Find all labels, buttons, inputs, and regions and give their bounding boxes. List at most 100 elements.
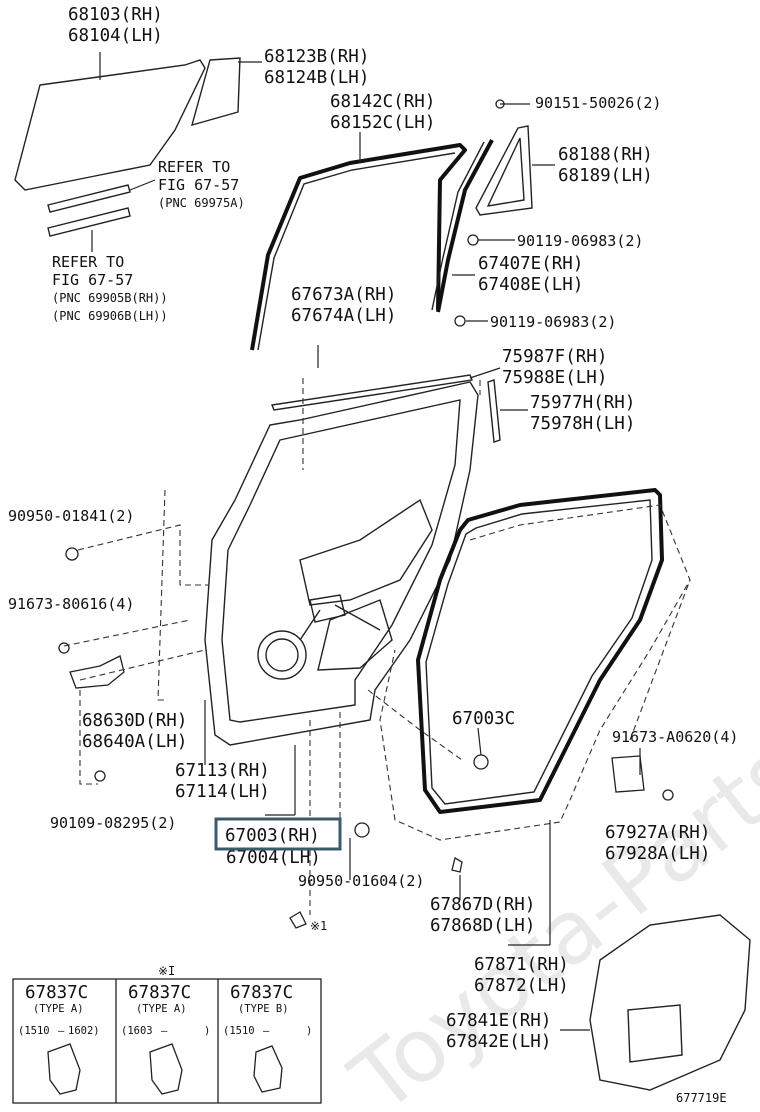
highlighted-part[interactable]: 67003(RH) — [214, 817, 342, 851]
quarter-frame-inner — [486, 137, 525, 207]
label-67842e: 67842E(LH) — [446, 1032, 551, 1052]
quarter-glass-drawing — [190, 57, 241, 127]
clip-table: ※I 67837C (TYPE A) (1510 – 1602) 67837C … — [12, 964, 322, 1104]
label-67927a: 67927A(RH) — [605, 823, 710, 843]
door-cover-mini — [627, 1004, 683, 1063]
label-68152c: 68152C(LH) — [330, 113, 435, 133]
label-67113: 67113(RH) — [175, 761, 270, 781]
label-refer1-a: REFER TO — [158, 158, 230, 176]
clip-col3-part: 67837C — [230, 983, 293, 1003]
weatherstrip-inner — [425, 499, 653, 805]
label-68630d: 68630D(RH) — [82, 711, 187, 731]
clip-col1-type: (TYPE A) — [33, 1003, 84, 1015]
label-refer1-c: (PNC 69975A) — [158, 196, 245, 210]
label-91673-a0620: 91673-A0620(4) — [612, 728, 738, 746]
door-glass-drawing — [14, 59, 206, 191]
quarter-frame-drawing — [475, 125, 533, 216]
clip-67867 — [451, 857, 463, 873]
label-91673-80616: 91673-80616(4) — [8, 595, 134, 613]
screw-90119-upper — [467, 234, 479, 246]
label-75977h: 75977H(RH) — [530, 393, 635, 413]
label-67872: 67872(LH) — [474, 976, 569, 996]
clip-col1-part: 67837C — [25, 983, 88, 1003]
label-67841e: 67841E(RH) — [446, 1011, 551, 1031]
label-90950-01841: 90950-01841(2) — [8, 507, 134, 525]
label-67003[interactable]: 67003(RH) — [225, 826, 320, 846]
door-stripe-drawing — [487, 379, 501, 443]
check-bolt — [662, 789, 674, 801]
label-67003c: 67003C — [452, 709, 515, 729]
label-75988e: 75988E(LH) — [502, 368, 607, 388]
clip-a-icon — [47, 1043, 81, 1095]
label-68103: 68103(RH) — [68, 5, 163, 25]
weatherstrip-drawing — [416, 488, 664, 814]
clip-note1 — [289, 911, 307, 929]
label-90950-01604: 90950-01604(2) — [298, 872, 424, 890]
belt-moulding-drawing — [271, 374, 473, 411]
hinge-bolt-upper — [58, 642, 70, 654]
label-refer2-d: (PNC 69906B(LH)) — [52, 309, 168, 323]
label-68124b: 68124B(LH) — [264, 68, 369, 88]
plug-90950b — [354, 822, 370, 838]
door-panel-drawing — [204, 381, 479, 746]
label-75978h: 75978H(LH) — [530, 414, 635, 434]
glass-strip-upper — [47, 184, 131, 213]
label-67674a: 67674A(LH) — [291, 306, 396, 326]
hinge-bolt-lower — [94, 770, 106, 782]
rear-door-mini — [589, 914, 751, 1091]
clip-col3-from: (1510 — [223, 1025, 255, 1037]
highlight-box[interactable] — [214, 817, 342, 851]
label-90119-lower: 90119-06983(2) — [490, 313, 616, 331]
clip-b-icon — [253, 1045, 283, 1093]
weatherstrip-sub-outline — [379, 504, 691, 841]
label-67004: 67004(LH) — [226, 848, 321, 868]
label-67407e: 67407E(RH) — [478, 254, 583, 274]
label-68640a: 68640A(LH) — [82, 732, 187, 752]
plug-67003c — [473, 754, 489, 770]
label-note1: ※1 — [310, 919, 327, 933]
label-68104: 68104(LH) — [68, 26, 163, 46]
clip-col2-type: (TYPE A) — [136, 1003, 187, 1015]
label-67868d: 67868D(LH) — [430, 916, 535, 936]
rear-channel-inner — [431, 141, 485, 311]
label-90151: 90151-50026(2) — [535, 94, 661, 112]
glass-strip-lower — [47, 207, 131, 237]
label-refer1-b: FIG 67-57 — [158, 176, 239, 194]
clip-table-border — [12, 978, 322, 1104]
label-68123b: 68123B(RH) — [264, 47, 369, 67]
window-regulator-sketch — [299, 594, 381, 641]
clip-col3-to: ) — [306, 1025, 312, 1037]
label-67408e: 67408E(LH) — [478, 275, 583, 295]
clip-col1-from: (1510 — [18, 1025, 50, 1037]
access-hole-mid — [317, 599, 393, 671]
label-refer2-c: (PNC 69905B(RH)) — [52, 291, 168, 305]
clip-col3-type: (TYPE B) — [238, 1003, 289, 1015]
clip-a-icon-2 — [149, 1043, 183, 1095]
speaker-hole-inner — [265, 638, 299, 672]
label-75987f: 75987F(RH) — [502, 347, 607, 367]
label-68188: 68188(RH) — [558, 145, 653, 165]
label-67871: 67871(RH) — [474, 955, 569, 975]
part-labels: 68103(RH) 68104(LH) 68123B(RH) 68124B(LH… — [8, 5, 738, 1105]
label-67673a: 67673A(RH) — [291, 285, 396, 305]
dashed-guides — [63, 378, 691, 915]
label-67114: 67114(LH) — [175, 782, 270, 802]
clip-col2-from: (1603 — [121, 1025, 153, 1037]
label-refer2-a: REFER TO — [52, 253, 124, 271]
clip-col1-to: 1602) — [68, 1025, 100, 1037]
door-panel-inner — [221, 399, 461, 723]
clip-col3-dash: – — [263, 1025, 270, 1037]
label-90119-upper: 90119-06983(2) — [517, 232, 643, 250]
clip-col1-dash: – — [58, 1025, 65, 1037]
door-check-drawing — [611, 755, 645, 793]
clip-col2-to: ) — [204, 1025, 210, 1037]
clip-col2-part: 67837C — [128, 983, 191, 1003]
clip-table-note: ※I — [158, 964, 175, 978]
run-channel-drawing — [250, 143, 467, 351]
leader-lines — [91, 52, 641, 1031]
speaker-hole — [257, 630, 307, 680]
plug-90950a — [65, 547, 79, 561]
run-channel-inner — [257, 152, 456, 351]
rear-channel-drawing — [436, 139, 494, 313]
